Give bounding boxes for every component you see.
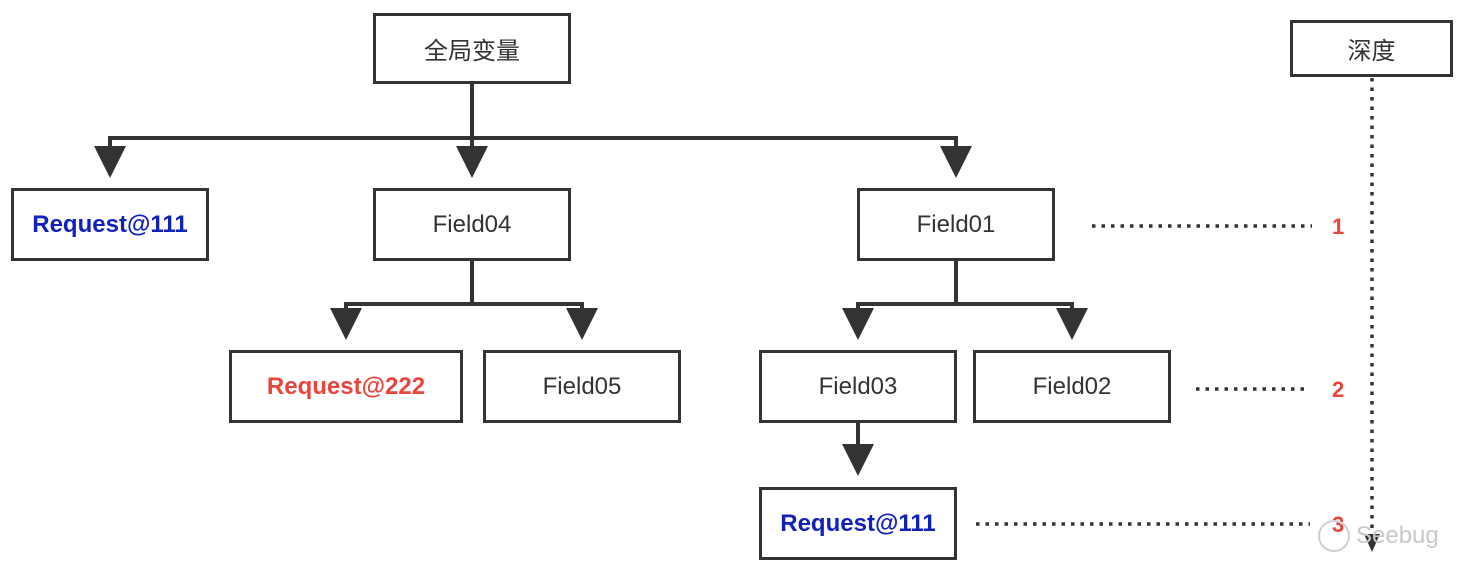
field02-node: Field02	[973, 350, 1171, 423]
global-variable-node: 全局变量	[373, 13, 571, 84]
request-111-top-node: Request@111	[11, 188, 209, 261]
field03-node: Field03	[759, 350, 957, 423]
field04-node: Field04	[373, 188, 571, 261]
seebug-logo-icon	[1318, 520, 1350, 552]
depth-axis-arrowhead	[1364, 534, 1380, 552]
request-111-bottom-node: Request@111	[759, 487, 957, 560]
request-222-node: Request@222	[229, 350, 463, 423]
field05-node: Field05	[483, 350, 681, 423]
depth-level-2: 2	[1332, 377, 1345, 402]
watermark-text: Seebug	[1356, 522, 1439, 549]
watermark: Seebug	[1318, 520, 1439, 552]
field01-node: Field01	[857, 188, 1055, 261]
depth-node: 深度	[1290, 20, 1453, 77]
depth-level-1: 1	[1332, 214, 1345, 239]
